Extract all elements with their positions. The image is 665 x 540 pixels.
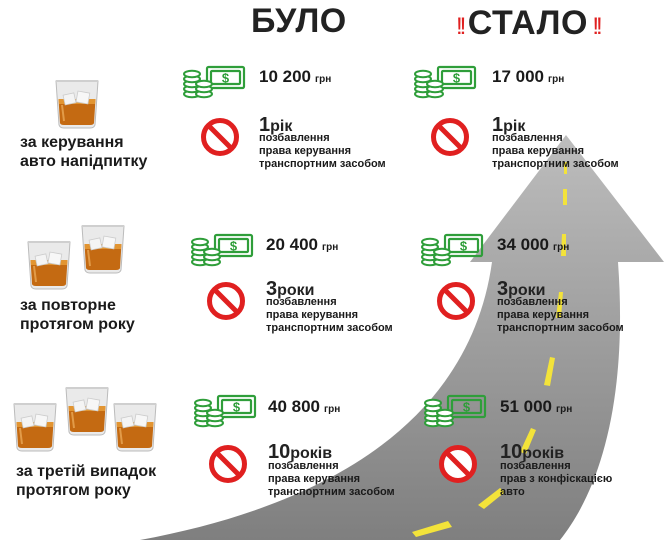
svg-text:$: $ <box>460 239 468 254</box>
whiskey-glass-icon <box>113 403 157 452</box>
before-heading: БУЛО <box>251 2 347 40</box>
whiskey-glass-icon <box>13 403 57 452</box>
prohibition-icon <box>200 117 240 157</box>
row-2-before-duration: 3роки <box>266 278 315 300</box>
prohibition-icon <box>438 444 478 484</box>
prohibition-icon <box>436 281 476 321</box>
row-3-before-duration: 10років <box>268 441 333 463</box>
money-stack-icon: $ <box>182 61 248 101</box>
whiskey-glass-icon <box>65 387 109 436</box>
after-heading: СТАЛО <box>467 4 588 42</box>
money-stack-icon: $ <box>423 390 489 430</box>
whiskey-glass-icon <box>55 80 99 129</box>
prohibition-icon <box>430 117 470 157</box>
after-heading-group: !! СТАЛО !! <box>456 4 603 43</box>
money-stack-icon: $ <box>193 390 259 430</box>
svg-text:$: $ <box>222 71 230 86</box>
money-stack-icon: $ <box>420 229 486 269</box>
warning-mark-left: !! <box>456 13 466 40</box>
money-stack-icon: $ <box>413 61 479 101</box>
svg-text:$: $ <box>453 71 461 86</box>
row-2-after-duration: 3роки <box>497 278 546 300</box>
row-1-glasses <box>52 77 102 129</box>
whiskey-glass-icon <box>27 241 71 290</box>
prohibition-icon <box>208 444 248 484</box>
money-stack-icon: $ <box>190 229 256 269</box>
row-1-after-duration: 1рік <box>492 114 526 136</box>
row-1-before-duration: 1рік <box>259 114 293 136</box>
svg-text:$: $ <box>233 400 241 415</box>
whiskey-glass-icon <box>81 225 125 274</box>
warning-mark-right: !! <box>592 13 602 40</box>
prohibition-icon <box>206 281 246 321</box>
svg-text:$: $ <box>230 239 238 254</box>
svg-text:$: $ <box>463 400 471 415</box>
row-3-after-duration: 10років <box>500 441 565 463</box>
